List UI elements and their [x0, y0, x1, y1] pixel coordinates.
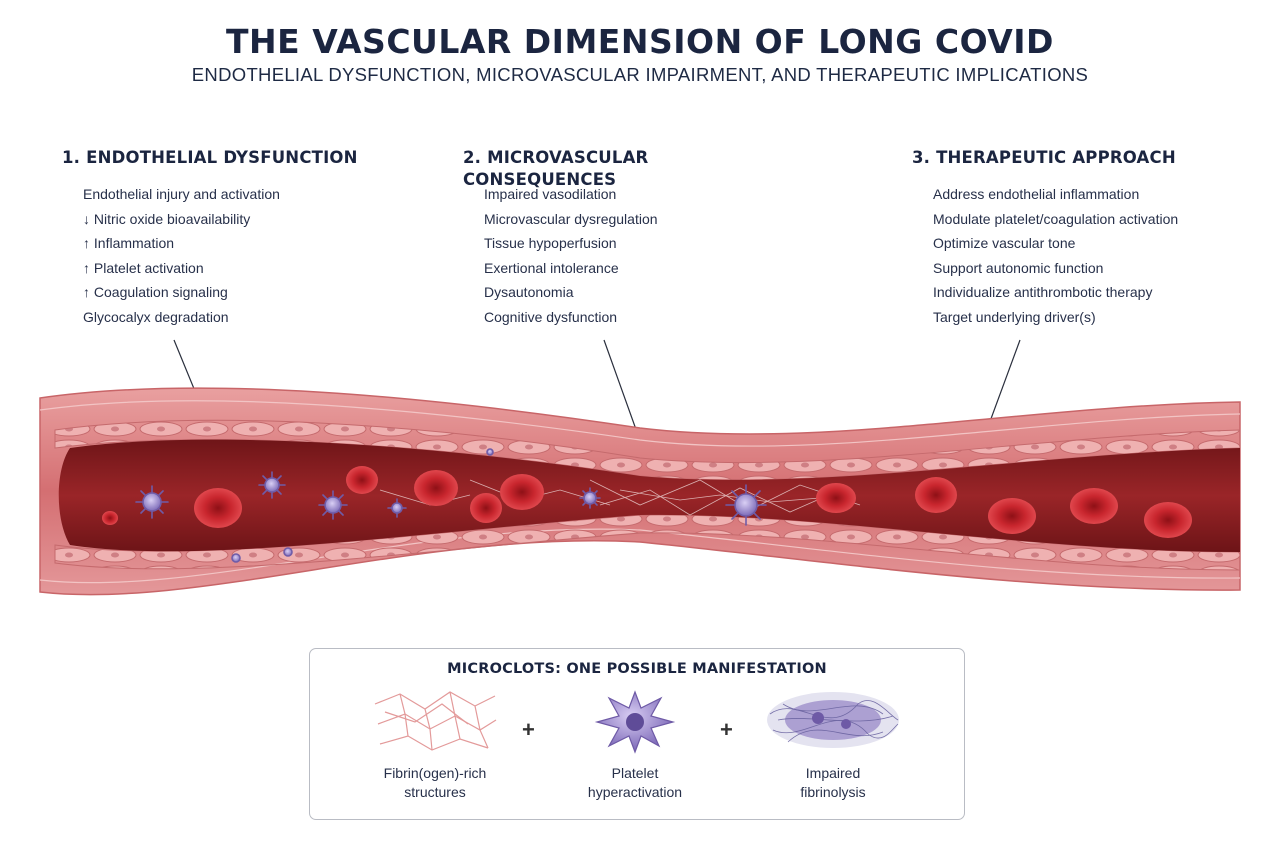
- blood-vessel-illustration: [39, 387, 1241, 596]
- red-blood-cell: [1070, 488, 1118, 524]
- platelet: [387, 498, 407, 518]
- list-item: Modulate platelet/coagulation activation: [933, 210, 1179, 227]
- platelet: [135, 485, 169, 519]
- list-item: ↓ Nitric oxide bioavailability: [83, 210, 251, 227]
- list-item: Microvascular dysregulation: [484, 210, 658, 227]
- fibrin-network-icon: [374, 691, 497, 751]
- platelet: [258, 471, 286, 499]
- page-subtitle: ENDOTHELIAL DYSFUNCTION, MICROVASCULAR I…: [191, 64, 1089, 85]
- microclot-icon: [767, 692, 899, 748]
- red-blood-cell: [816, 483, 856, 513]
- activated-platelets: [135, 448, 767, 563]
- list-item: Endothelial injury and activation: [83, 186, 280, 202]
- column-endothelial-dysfunction: 1. ENDOTHELIAL DYSFUNCTION Endothelial i…: [62, 147, 402, 330]
- column-heading: 1. ENDOTHELIAL DYSFUNCTION: [62, 148, 358, 167]
- platelet: [318, 490, 348, 520]
- bullet-list: Address endothelial inflammation Modulat…: [912, 182, 1252, 330]
- red-blood-cell: [500, 474, 544, 510]
- plus-sign: +: [720, 717, 733, 742]
- column-heading: 2. MICROVASCULAR CONSEQUENCES: [463, 148, 649, 189]
- red-blood-cell: [470, 493, 502, 523]
- column-heading: 3. THERAPEUTIC APPROACH: [912, 148, 1176, 167]
- legend-title: MICROCLOTS: ONE POSSIBLE MANIFESTATION: [447, 661, 827, 677]
- legend-label: Platelet hyperactivation: [587, 765, 683, 800]
- red-blood-cell: [346, 466, 378, 494]
- legend-item-fibrin: Fibrin(ogen)-rich structures: [350, 684, 520, 802]
- list-item: Tissue hypoperfusion: [484, 235, 617, 252]
- red-blood-cell: [915, 477, 957, 513]
- red-blood-cells: [102, 466, 1192, 538]
- activated-platelet-icon: [594, 690, 676, 754]
- page-title: THE VASCULAR DIMENSION OF LONG COVID: [226, 22, 1054, 61]
- list-item: Optimize vascular tone: [933, 235, 1076, 252]
- legend-item-platelet: Platelet hyperactivation: [550, 684, 720, 802]
- legend-item-fibrinolysis: Impaired fibrinolysis: [748, 684, 918, 802]
- list-item: Address endothelial inflammation: [933, 186, 1140, 202]
- column-therapeutic-approach: 3. THERAPEUTIC APPROACH Address endothel…: [912, 147, 1252, 330]
- legend-label: Impaired fibrinolysis: [800, 765, 866, 800]
- red-blood-cell: [194, 488, 242, 528]
- list-item: Impaired vasodilation: [484, 186, 617, 202]
- platelet: [579, 487, 601, 509]
- list-item: ↑ Coagulation signaling: [83, 284, 228, 301]
- list-item: Target underlying driver(s): [933, 308, 1096, 325]
- list-item: ↑ Platelet activation: [83, 259, 204, 276]
- vessel-lumen: [58, 439, 1240, 552]
- red-blood-cell: [988, 498, 1036, 534]
- list-item: Exertional intolerance: [484, 259, 619, 276]
- list-item: Individualize antithrombotic therapy: [933, 284, 1153, 301]
- bullet-list: Impaired vasodilation Microvascular dysr…: [463, 182, 803, 330]
- platelet-aggregate: [725, 484, 767, 526]
- bullet-list: Endothelial injury and activation ↓ Nitr…: [62, 182, 402, 330]
- column-microvascular-consequences: 2. MICROVASCULAR CONSEQUENCES Impaired v…: [463, 147, 803, 330]
- list-item: ↑ Inflammation: [83, 235, 175, 252]
- plus-sign: +: [522, 717, 535, 742]
- legend-label: Fibrin(ogen)-rich structures: [383, 765, 487, 800]
- list-item: Cognitive dysfunction: [484, 308, 618, 325]
- microclots-legend: MICROCLOTS: ONE POSSIBLE MANIFESTATION F…: [309, 648, 965, 820]
- red-blood-cell: [414, 470, 458, 506]
- list-item: Glycocalyx degradation: [83, 308, 229, 325]
- red-blood-cell: [1144, 502, 1192, 538]
- list-item: Support autonomic function: [933, 259, 1104, 276]
- list-item: Dysautonomia: [484, 284, 574, 301]
